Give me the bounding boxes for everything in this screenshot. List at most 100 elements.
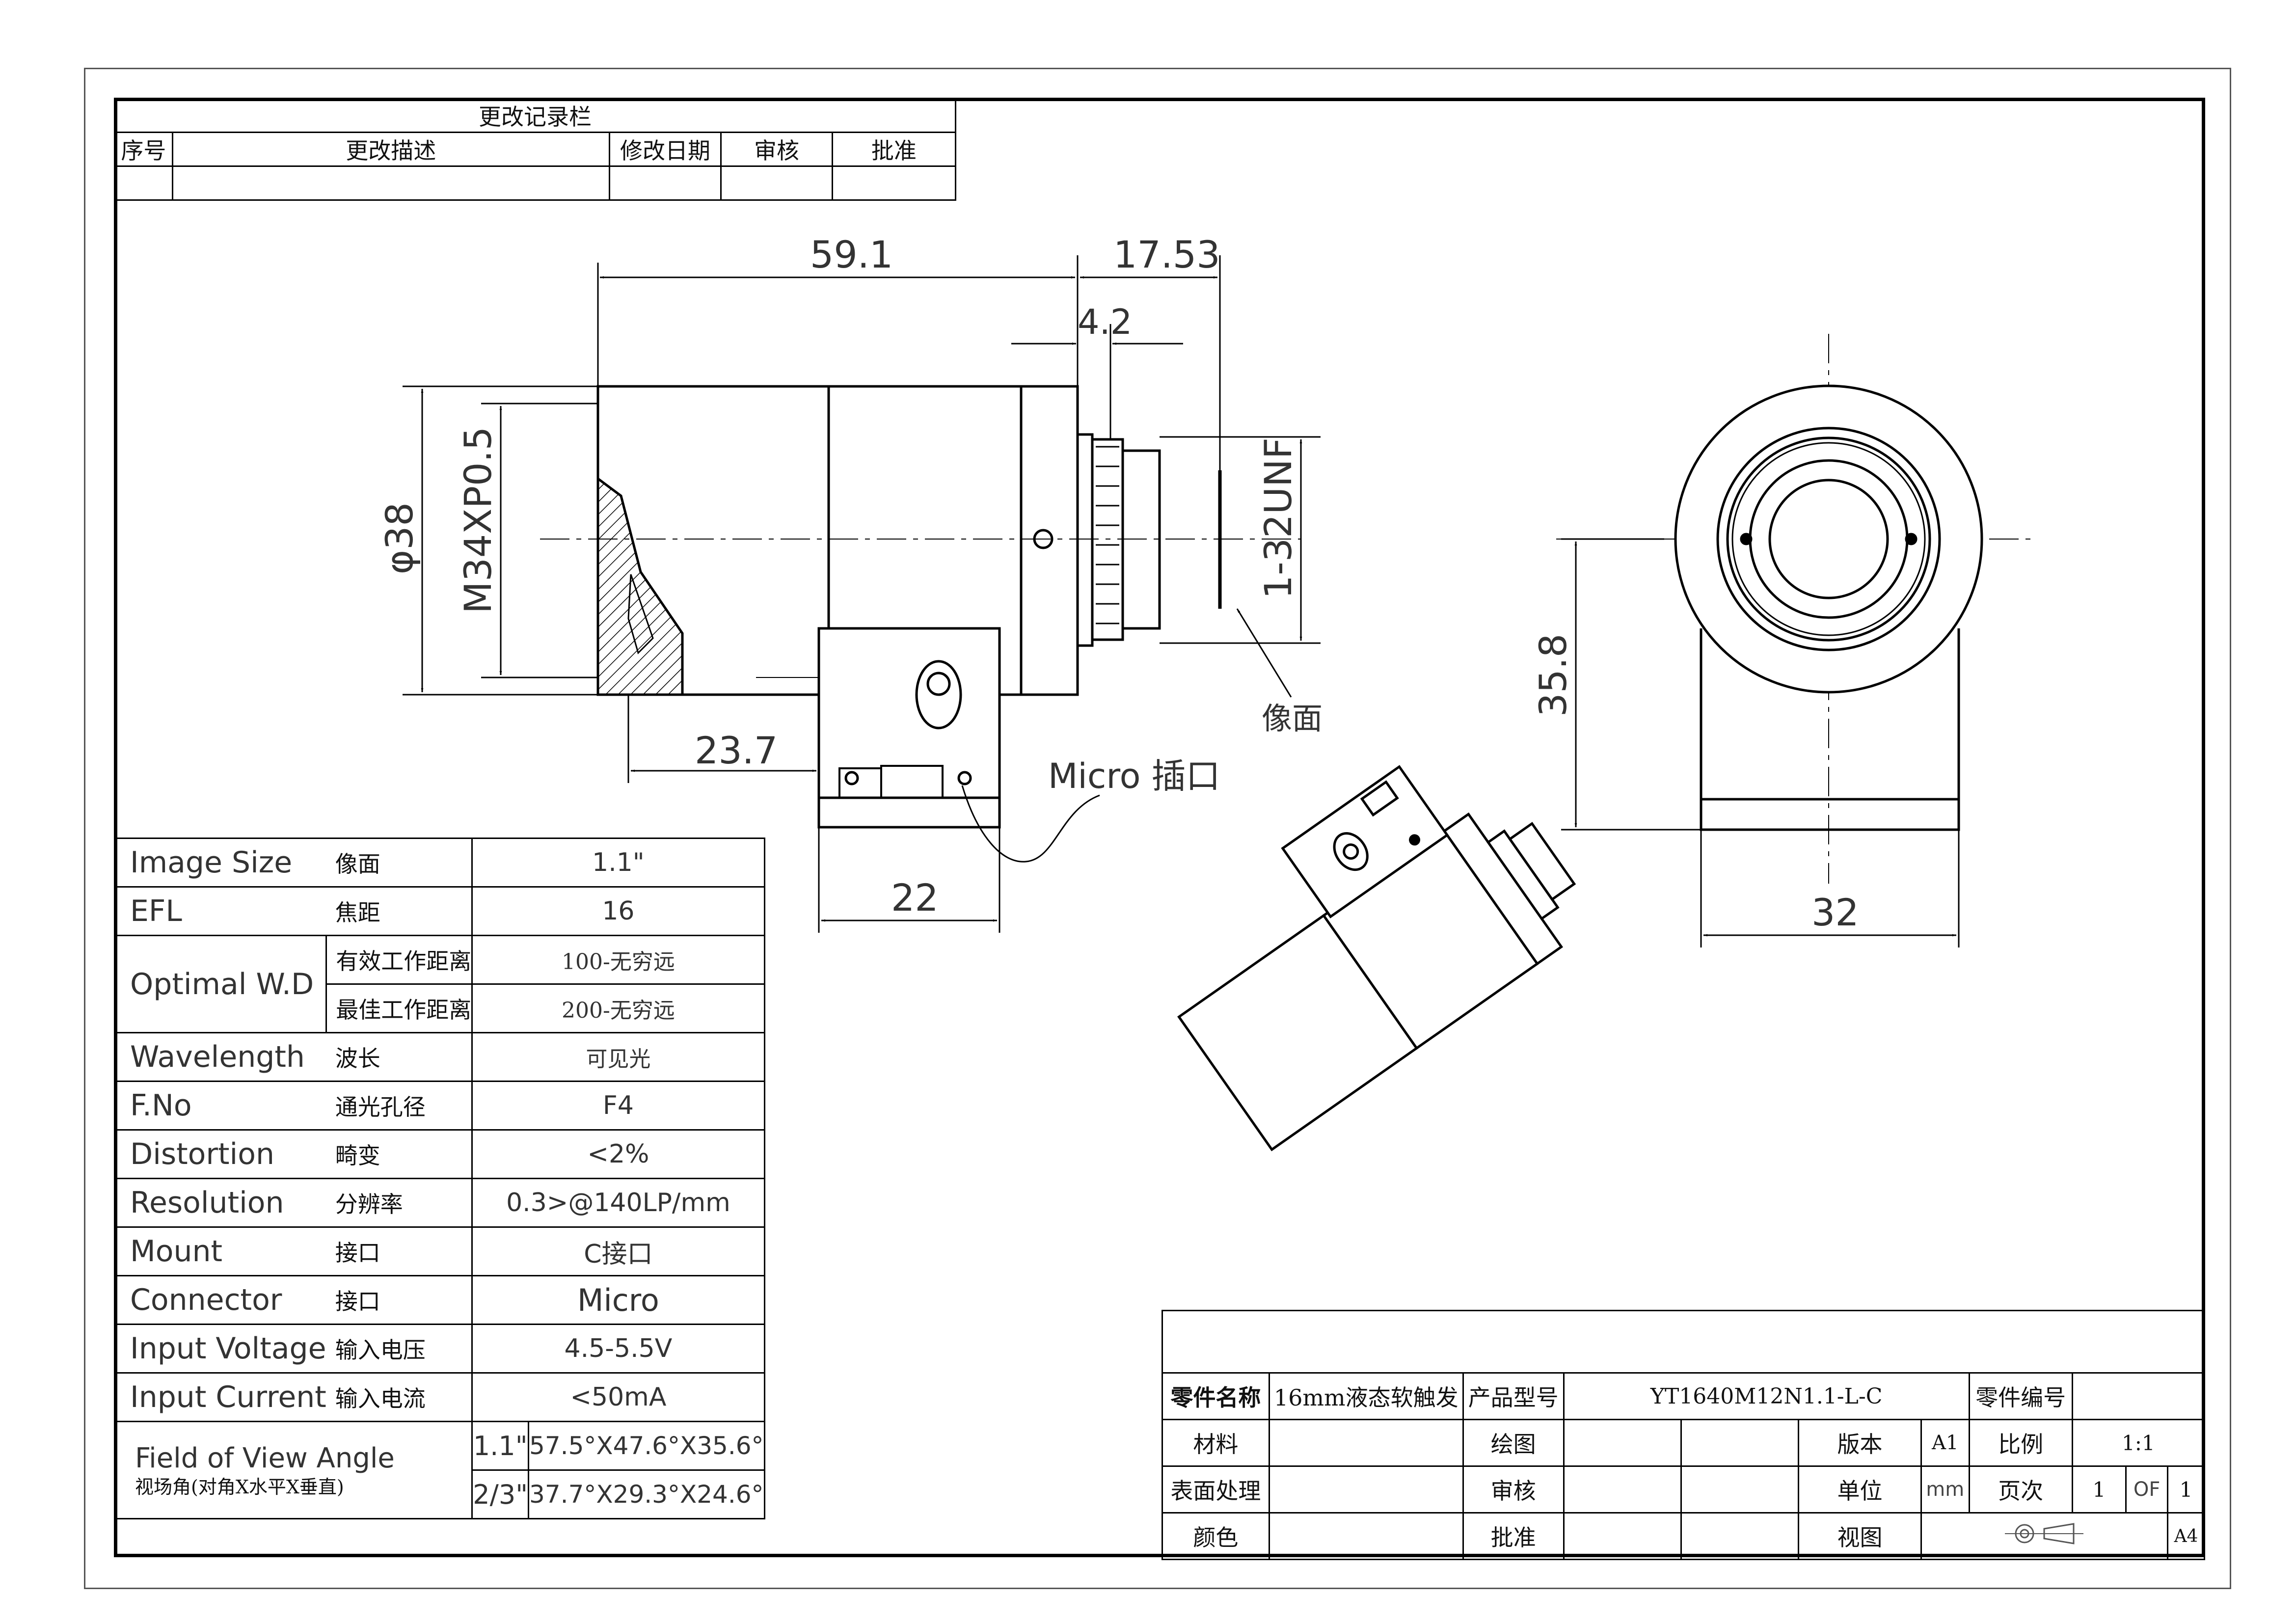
fov-value: 57.5°X47.6°X35.6° — [528, 1421, 765, 1471]
fov-row: 2/3" 37.7°X29.3°X24.6° — [115, 1469, 765, 1519]
unit-value: mm — [1920, 1465, 1970, 1514]
page-total: 1 — [2167, 1465, 2205, 1514]
revision-table: 更改记录栏 序号 更改描述 修改日期 审核 批准 — [114, 98, 957, 201]
spec-row: Connector 接口 Micro — [113, 1275, 765, 1325]
spec-value: <50mA — [471, 1372, 765, 1422]
model-number: YT1640M12N1.1-L-C — [1563, 1372, 1970, 1420]
fov-format: 2/3" — [471, 1469, 530, 1519]
scale-value: 1:1 — [2071, 1419, 2206, 1467]
dim-22: 22 — [891, 876, 939, 920]
review-value — [1563, 1465, 1682, 1514]
micro-leader — [961, 785, 1100, 863]
fov-label: Field of View Angle 视场角(对角X水平X垂直) — [113, 1421, 473, 1519]
revision-cell — [720, 165, 833, 201]
part-no — [2071, 1372, 2206, 1420]
part-no-label: 零件编号 — [1968, 1372, 2073, 1420]
revision-cell — [608, 165, 722, 201]
spec-row: Input Voltage 输入电压 4.5-5.5V — [113, 1324, 765, 1374]
section-hatch — [596, 476, 684, 696]
spec-row: Input Current 输入电流 <50mA — [113, 1372, 765, 1422]
revision-header-desc: 更改描述 — [171, 132, 610, 167]
revision-cell — [114, 165, 173, 201]
rear-ring — [1020, 385, 1079, 696]
spec-en: Wavelength — [113, 1032, 326, 1082]
connector-knob — [915, 660, 962, 730]
scale-label: 比例 — [1968, 1419, 2073, 1467]
screw-hole — [1033, 529, 1053, 549]
spec-en: Input Voltage — [113, 1324, 326, 1374]
spec-cn: 焦距 — [326, 886, 473, 936]
color-label: 颜色 — [1162, 1512, 1270, 1560]
dim-17-53: 17.53 — [1113, 233, 1220, 276]
spec-value: 4.5-5.5V — [471, 1324, 765, 1374]
version-label: 版本 — [1798, 1419, 1922, 1467]
fov-format: 1.1" — [471, 1421, 530, 1471]
spec-cn: 分辨率 — [326, 1178, 473, 1228]
fov-en: Field of View Angle — [135, 1442, 395, 1474]
spec-row: Resolution 分辨率 0.3>@140LP/mm — [113, 1178, 765, 1228]
spec-cn: 最佳工作距离 — [325, 983, 473, 1033]
spec-cn: 输入电流 — [326, 1372, 473, 1422]
model-label: 产品型号 — [1462, 1372, 1565, 1420]
isometric-view — [1177, 765, 1576, 1152]
spec-en: EFL — [113, 886, 326, 936]
spec-row: 最佳工作距离 200-无穷远 — [115, 983, 765, 1033]
title-block: 零件名称 16mm液态软触发 产品型号 YT1640M12N1.1-L-C 零件… — [1162, 1310, 2206, 1560]
spec-table: Image Size 像面 1.1" EFL 焦距 16 Optimal W.D… — [113, 838, 765, 1519]
spec-cn: 有效工作距离 — [325, 935, 473, 985]
iso-connector — [1281, 765, 1449, 919]
spec-row: F.No 通光孔径 F4 — [113, 1081, 765, 1131]
page-label: 页次 — [1968, 1465, 2073, 1514]
review-label: 审核 — [1462, 1465, 1565, 1514]
spec-row: Mount 接口 C接口 — [113, 1226, 765, 1276]
spec-value: Micro — [471, 1275, 765, 1325]
spec-row: EFL 焦距 16 — [113, 886, 765, 936]
fov-value: 37.7°X29.3°X24.6° — [528, 1469, 765, 1519]
dim-35-8: 35.8 — [1531, 634, 1575, 717]
rear-housing — [1700, 628, 1960, 831]
image-plane-leader — [1236, 608, 1292, 698]
spec-cn: 接口 — [326, 1275, 473, 1325]
side-dim-labels: 59.1 17.53 4.2 φ38 M34XP0.5 1-32UNF 像面 2… — [378, 233, 1323, 920]
material-value — [1268, 1419, 1464, 1467]
surface-label: 表面处理 — [1162, 1465, 1270, 1514]
connector-housing — [817, 627, 1001, 829]
approve-label: 批准 — [1462, 1512, 1565, 1560]
spec-cn: 像面 — [326, 838, 473, 888]
revision-cell — [171, 165, 610, 201]
spec-en: Resolution — [113, 1178, 326, 1228]
material-label: 材料 — [1162, 1419, 1270, 1467]
fov-cn: 视场角(对角X水平X垂直) — [135, 1476, 344, 1498]
spec-row: Optimal W.D 有效工作距离 100-无穷远 — [113, 935, 765, 1033]
dim-23-7: 23.7 — [695, 729, 778, 772]
drawing-inner-border — [114, 98, 2205, 1557]
revision-header-approve: 批准 — [831, 132, 957, 167]
side-view — [540, 385, 1301, 829]
dim-unf: 1-32UNF — [1256, 437, 1300, 599]
drawing-outer-border — [84, 68, 2231, 1589]
approve-date — [1680, 1512, 1800, 1560]
flange — [1076, 433, 1094, 647]
spec-value: 可见光 — [471, 1032, 765, 1082]
drawing-label: 绘图 — [1462, 1419, 1565, 1467]
micro-port-label: Micro 插口 — [1048, 756, 1220, 796]
spec-value: <2% — [471, 1129, 765, 1179]
spec-cn: 输入电压 — [326, 1324, 473, 1374]
part-name-label: 零件名称 — [1162, 1372, 1270, 1420]
drawing-value — [1563, 1419, 1682, 1467]
revision-title: 更改记录栏 — [114, 98, 956, 133]
spec-row: Image Size 像面 1.1" — [113, 838, 765, 888]
spec-en: Optimal W.D — [113, 935, 326, 1033]
image-plane-label: 像面 — [1262, 701, 1323, 736]
sheet-size: A4 — [2167, 1512, 2205, 1560]
version-value: A1 — [1920, 1419, 1970, 1467]
revision-header-date: 修改日期 — [608, 132, 722, 167]
surface-value — [1268, 1465, 1464, 1514]
rear-dimensions — [1561, 538, 1960, 947]
spec-value: C接口 — [471, 1226, 765, 1276]
spec-cn: 畸变 — [326, 1129, 473, 1179]
revision-header-review: 审核 — [720, 132, 833, 167]
spec-value: 1.1" — [471, 838, 765, 888]
dim-32: 32 — [1811, 891, 1859, 934]
page-current: 1 — [2071, 1465, 2127, 1514]
